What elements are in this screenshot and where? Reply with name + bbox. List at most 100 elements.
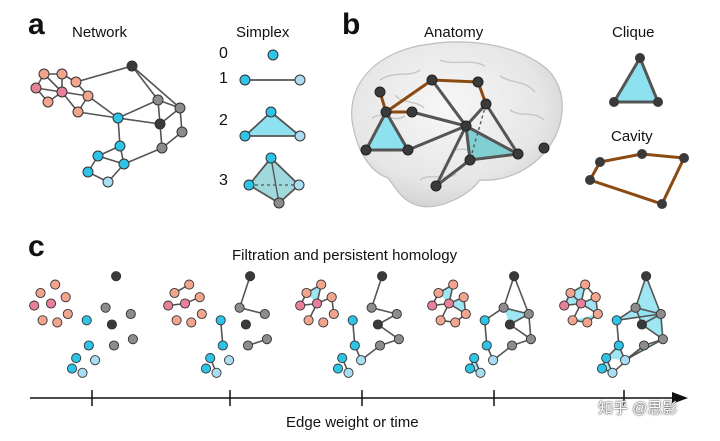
simplex-level-0: 0 [219,45,228,62]
stage-1-node-4 [45,298,57,309]
stage-1-node-11 [125,308,136,320]
stage-4-edge-8 [502,275,515,308]
stage-4-node-8 [450,317,461,328]
axis-arrowhead [672,392,688,404]
stage-5-node-14 [638,340,650,351]
stage-1-node-17 [71,353,82,364]
cavity-illustration [585,149,689,209]
stage-1-node-3 [29,300,40,311]
stage-2-node-18 [211,367,222,378]
stage-3-node-20 [332,363,344,374]
stage-5-node-2 [580,279,591,290]
stage-5-node-20 [596,363,608,374]
stage-1-node-12 [106,319,117,330]
filtration-stage-4 [427,271,536,378]
panel-b-letter: b [342,8,361,41]
stage-4-node-17 [469,353,480,364]
filtration-stages [29,271,668,378]
stage-2-node-2 [184,279,195,290]
stage-3-node-3 [295,300,306,311]
stage-3-node-5 [326,292,337,303]
simplex-level-2: 2 [219,112,228,129]
stage-4-node-11 [523,308,534,320]
anatomy-title: Anatomy [424,24,484,41]
filtration-stage-1 [29,271,138,378]
stage-3-node-9 [377,271,388,282]
stage-3-edge-8 [370,275,383,308]
stage-5-edge-19 [645,275,662,315]
stage-5-node-11 [655,308,666,320]
stage-3-node-13 [393,334,404,345]
stage-2-node-11 [259,308,270,320]
stage-2-node-20 [200,363,212,374]
stage-5-face-8 [635,276,661,314]
stage-2-node-16 [217,340,228,351]
stage-4-node-2 [448,279,459,290]
simplex-level-3: 3 [219,172,228,189]
stage-4-node-13 [525,334,536,345]
stage-5-edge-31 [616,313,661,322]
stage-3-node-15 [347,315,358,326]
stage-2-node-9 [245,271,256,282]
stage-5-face-7 [641,314,663,340]
stage-5-node-3 [559,300,570,311]
stage-3-node-10 [366,302,377,313]
simplex-1 [239,74,306,86]
brain-nodes [360,74,550,192]
filtration-stage-2 [163,271,272,378]
network-nodes [30,60,188,188]
stage-1-node-10 [100,302,111,313]
stage-3-node-12 [372,319,383,330]
stage-4-node-20 [464,363,476,374]
clique-illustration [609,53,663,107]
stage-1-node-20 [66,363,78,374]
stage-1-node-9 [111,271,122,282]
stage-5-edge-8 [634,275,647,308]
stage-4-node-4 [443,298,455,309]
stage-5-node-19 [620,355,631,366]
stage-5-node-6 [567,315,578,326]
simplex-title: Simplex [236,24,290,41]
stage-4-node-19 [488,355,499,366]
stage-1-node-15 [81,315,92,326]
stage-2-node-15 [215,315,226,326]
stage-3-node-1 [301,287,312,299]
panel-a-letter: a [28,8,45,41]
network-title: Network [72,24,128,41]
stage-3-node-4 [311,298,323,309]
stage-4-node-3 [427,300,438,311]
stage-1-node-8 [52,317,63,328]
stage-5-node-18 [607,367,618,378]
stage-1-node-13 [127,334,138,345]
stage-2-node-17 [205,353,216,364]
stage-5-node-4 [575,298,587,309]
panel-c-letter: c [28,230,45,263]
filtration-title: Filtration and persistent homology [232,247,458,264]
stage-2-node-4 [179,298,191,309]
stage-5-node-8 [582,317,593,328]
stage-2-node-14 [242,340,254,351]
stage-4-node-9 [509,271,520,282]
stage-4-node-14 [506,340,518,351]
stage-2-node-3 [163,300,174,311]
stage-5-node-1 [565,287,576,299]
stage-4-node-5 [458,292,469,303]
stage-3-node-14 [374,340,386,351]
stage-1-node-18 [77,367,88,378]
axis-label: Edge weight or time [286,414,419,431]
stage-4-node-6 [435,315,446,326]
stage-3-node-2 [316,279,327,290]
stage-5-node-12 [636,319,647,330]
simplex-3 [243,152,305,209]
stage-5-node-15 [611,315,622,326]
stage-2-node-5 [194,292,205,303]
stage-5-node-17 [601,353,612,364]
stage-1-node-16 [83,340,94,351]
stage-2-node-12 [240,319,251,330]
stage-3-node-7 [328,308,339,320]
stage-3-node-6 [303,315,314,326]
stage-2-node-8 [186,317,197,328]
stage-3-node-17 [337,353,348,364]
stage-3-node-19 [356,355,367,366]
filtration-stage-3 [295,271,404,378]
